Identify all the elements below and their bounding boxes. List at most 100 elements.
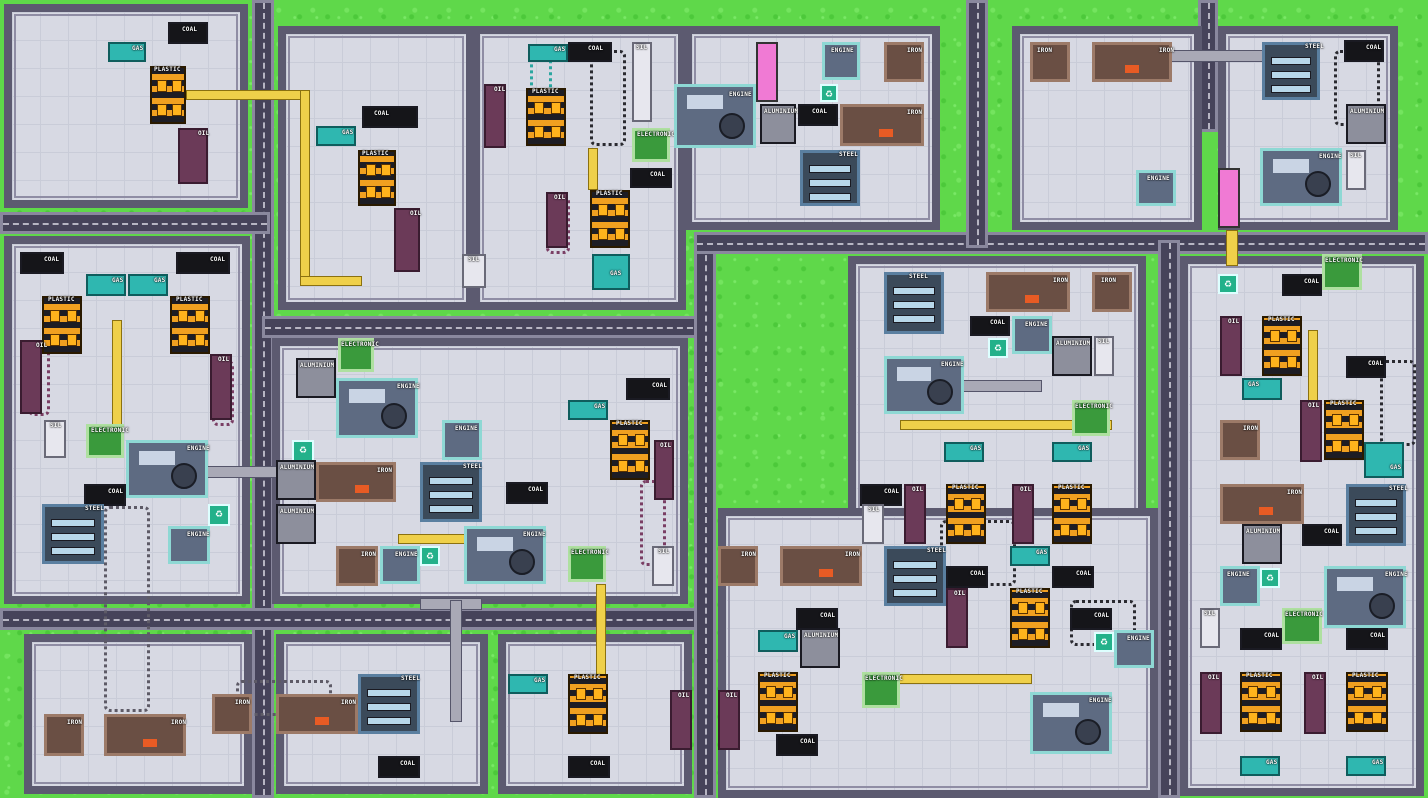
engine-factory[interactable]: ENGINE [1260,148,1342,206]
oil-well[interactable]: OIL [718,690,740,750]
gas-well[interactable]: GAS [128,274,168,296]
engine-factory[interactable]: ENGINE [1012,316,1052,354]
engine-factory[interactable]: ENGINE [380,546,420,584]
coal-mine[interactable]: COAL [860,484,902,506]
electronics-factory[interactable]: ELECTRONIC [338,338,379,372]
coal-mine[interactable]: COAL [630,168,672,188]
recycle-icon[interactable]: ♻ [1218,274,1238,294]
iron-mine[interactable]: IRON [884,42,924,82]
coal-mine[interactable]: COAL [362,106,418,128]
coal-mine[interactable]: COAL [168,22,208,44]
coal-mine[interactable]: COAL [1346,628,1388,650]
coal-mine[interactable]: COAL [84,484,126,506]
iron-mine[interactable]: IRON [986,272,1070,312]
oil-well[interactable]: OIL [1012,484,1034,544]
engine-factory[interactable]: ENGINE [822,42,860,80]
aluminium-mine[interactable]: ALUMINIUM [1346,104,1386,144]
coal-mine[interactable]: COAL [970,316,1010,336]
aluminium-mine[interactable]: ALUMINIUM [1242,524,1282,564]
gas-well[interactable]: GAS [1052,442,1092,462]
gas-well[interactable]: GAS [1364,442,1404,478]
coal-mine[interactable]: COAL [378,756,420,778]
engine-factory[interactable]: ENGINE [1030,692,1112,754]
silicon-mine[interactable]: SIL [1094,336,1114,376]
coal-mine[interactable]: COAL [1302,524,1342,546]
gas-well[interactable]: GAS [508,674,548,694]
gas-well[interactable]: GAS [86,274,126,296]
coal-mine[interactable]: COAL [568,756,610,778]
coal-mine[interactable]: COAL [626,378,670,400]
coal-mine[interactable]: COAL [796,608,838,630]
iron-mine[interactable]: IRON [718,546,758,586]
steel-mill[interactable]: STEEL [884,272,944,334]
steel-mill[interactable]: STEEL [800,150,860,206]
silicon-mine[interactable]: SIL [462,254,486,288]
recycle-icon[interactable]: ♻ [208,504,230,526]
recycle-icon[interactable]: ♻ [420,546,440,566]
gas-well[interactable]: GAS [1010,546,1050,566]
gas-well[interactable]: GAS [1240,756,1280,776]
steel-mill[interactable]: STEEL [358,674,420,734]
oil-well[interactable]: OIL [1300,400,1322,462]
plastic-factory[interactable]: PLASTIC [526,88,566,146]
gas-well[interactable]: GAS [568,400,608,420]
silicon-mine[interactable]: SIL [652,546,674,586]
oil-well[interactable]: OIL [394,208,421,272]
engine-factory[interactable]: ENGINE [1220,566,1260,606]
gas-well[interactable]: GAS [1346,756,1386,776]
electronics-factory[interactable]: ELECTRONIC [632,128,675,162]
plastic-factory[interactable]: PLASTIC [1010,588,1050,648]
plastic-factory[interactable]: PLASTIC [170,296,210,354]
oil-well[interactable]: OIL [1220,316,1242,376]
oil-well[interactable]: OIL [20,340,47,414]
plastic-factory[interactable]: PLASTIC [150,66,186,124]
silicon-mine[interactable]: SIL [44,420,66,458]
oil-well[interactable]: OIL [946,588,968,648]
silicon-mine[interactable]: SIL [632,42,652,122]
plastic-factory[interactable]: PLASTIC [568,674,608,734]
engine-factory[interactable]: ENGINE [464,526,546,584]
iron-mine[interactable]: IRON [276,694,358,734]
coal-mine[interactable]: COAL [1240,628,1282,650]
aluminium-mine[interactable]: ALUMINIUM [276,460,316,500]
aluminium-mine[interactable]: ALUMINIUM [760,104,798,144]
oil-well[interactable]: OIL [484,84,506,148]
electronics-factory[interactable]: ELECTRONIC [1072,400,1113,436]
engine-factory[interactable]: ENGINE [1114,630,1154,668]
coal-mine[interactable]: COAL [176,252,230,274]
steel-mill[interactable]: STEEL [1262,42,1324,100]
recycle-icon[interactable]: ♻ [292,440,314,462]
coal-mine[interactable]: COAL [776,734,818,756]
aluminium-mine[interactable]: ALUMINIUM [1052,336,1092,376]
engine-factory[interactable]: ENGINE [168,526,210,564]
gas-well[interactable]: GAS [758,630,798,652]
iron-mine[interactable]: IRON [212,694,252,734]
oil-well[interactable]: OIL [1200,672,1222,734]
gas-well[interactable]: GAS [528,44,568,62]
recycle-icon[interactable]: ♻ [988,338,1008,358]
oil-well[interactable]: OIL [178,128,209,184]
oil-well[interactable]: OIL [904,484,926,544]
coal-mine[interactable]: COAL [946,566,988,588]
oil-well[interactable]: OIL [1304,672,1326,734]
plastic-factory[interactable]: PLASTIC [42,296,82,354]
coal-mine[interactable]: COAL [798,104,838,126]
plastic-factory[interactable]: PLASTIC [1324,400,1364,460]
recycle-icon[interactable]: ♻ [1260,568,1280,588]
warehouse-storage[interactable] [1218,168,1240,228]
steel-mill[interactable]: STEEL [420,462,482,522]
engine-factory[interactable]: ENGINE [336,378,420,438]
iron-mine[interactable]: IRON [1092,42,1174,82]
iron-mine[interactable]: IRON [780,546,862,586]
plastic-factory[interactable]: PLASTIC [590,190,630,248]
iron-mine[interactable]: IRON [104,714,186,756]
oil-well[interactable]: OIL [670,690,692,750]
coal-mine[interactable]: COAL [506,482,548,504]
engine-factory[interactable]: ENGINE [126,440,210,498]
gas-well[interactable]: GAS [1242,378,1282,400]
recycle-icon[interactable]: ♻ [1094,632,1114,652]
iron-mine[interactable]: IRON [840,104,924,146]
iron-mine[interactable]: IRON [1030,42,1070,82]
aluminium-mine[interactable]: ALUMINIUM [800,628,840,668]
aluminium-mine[interactable]: ALUMINIUM [276,504,316,544]
